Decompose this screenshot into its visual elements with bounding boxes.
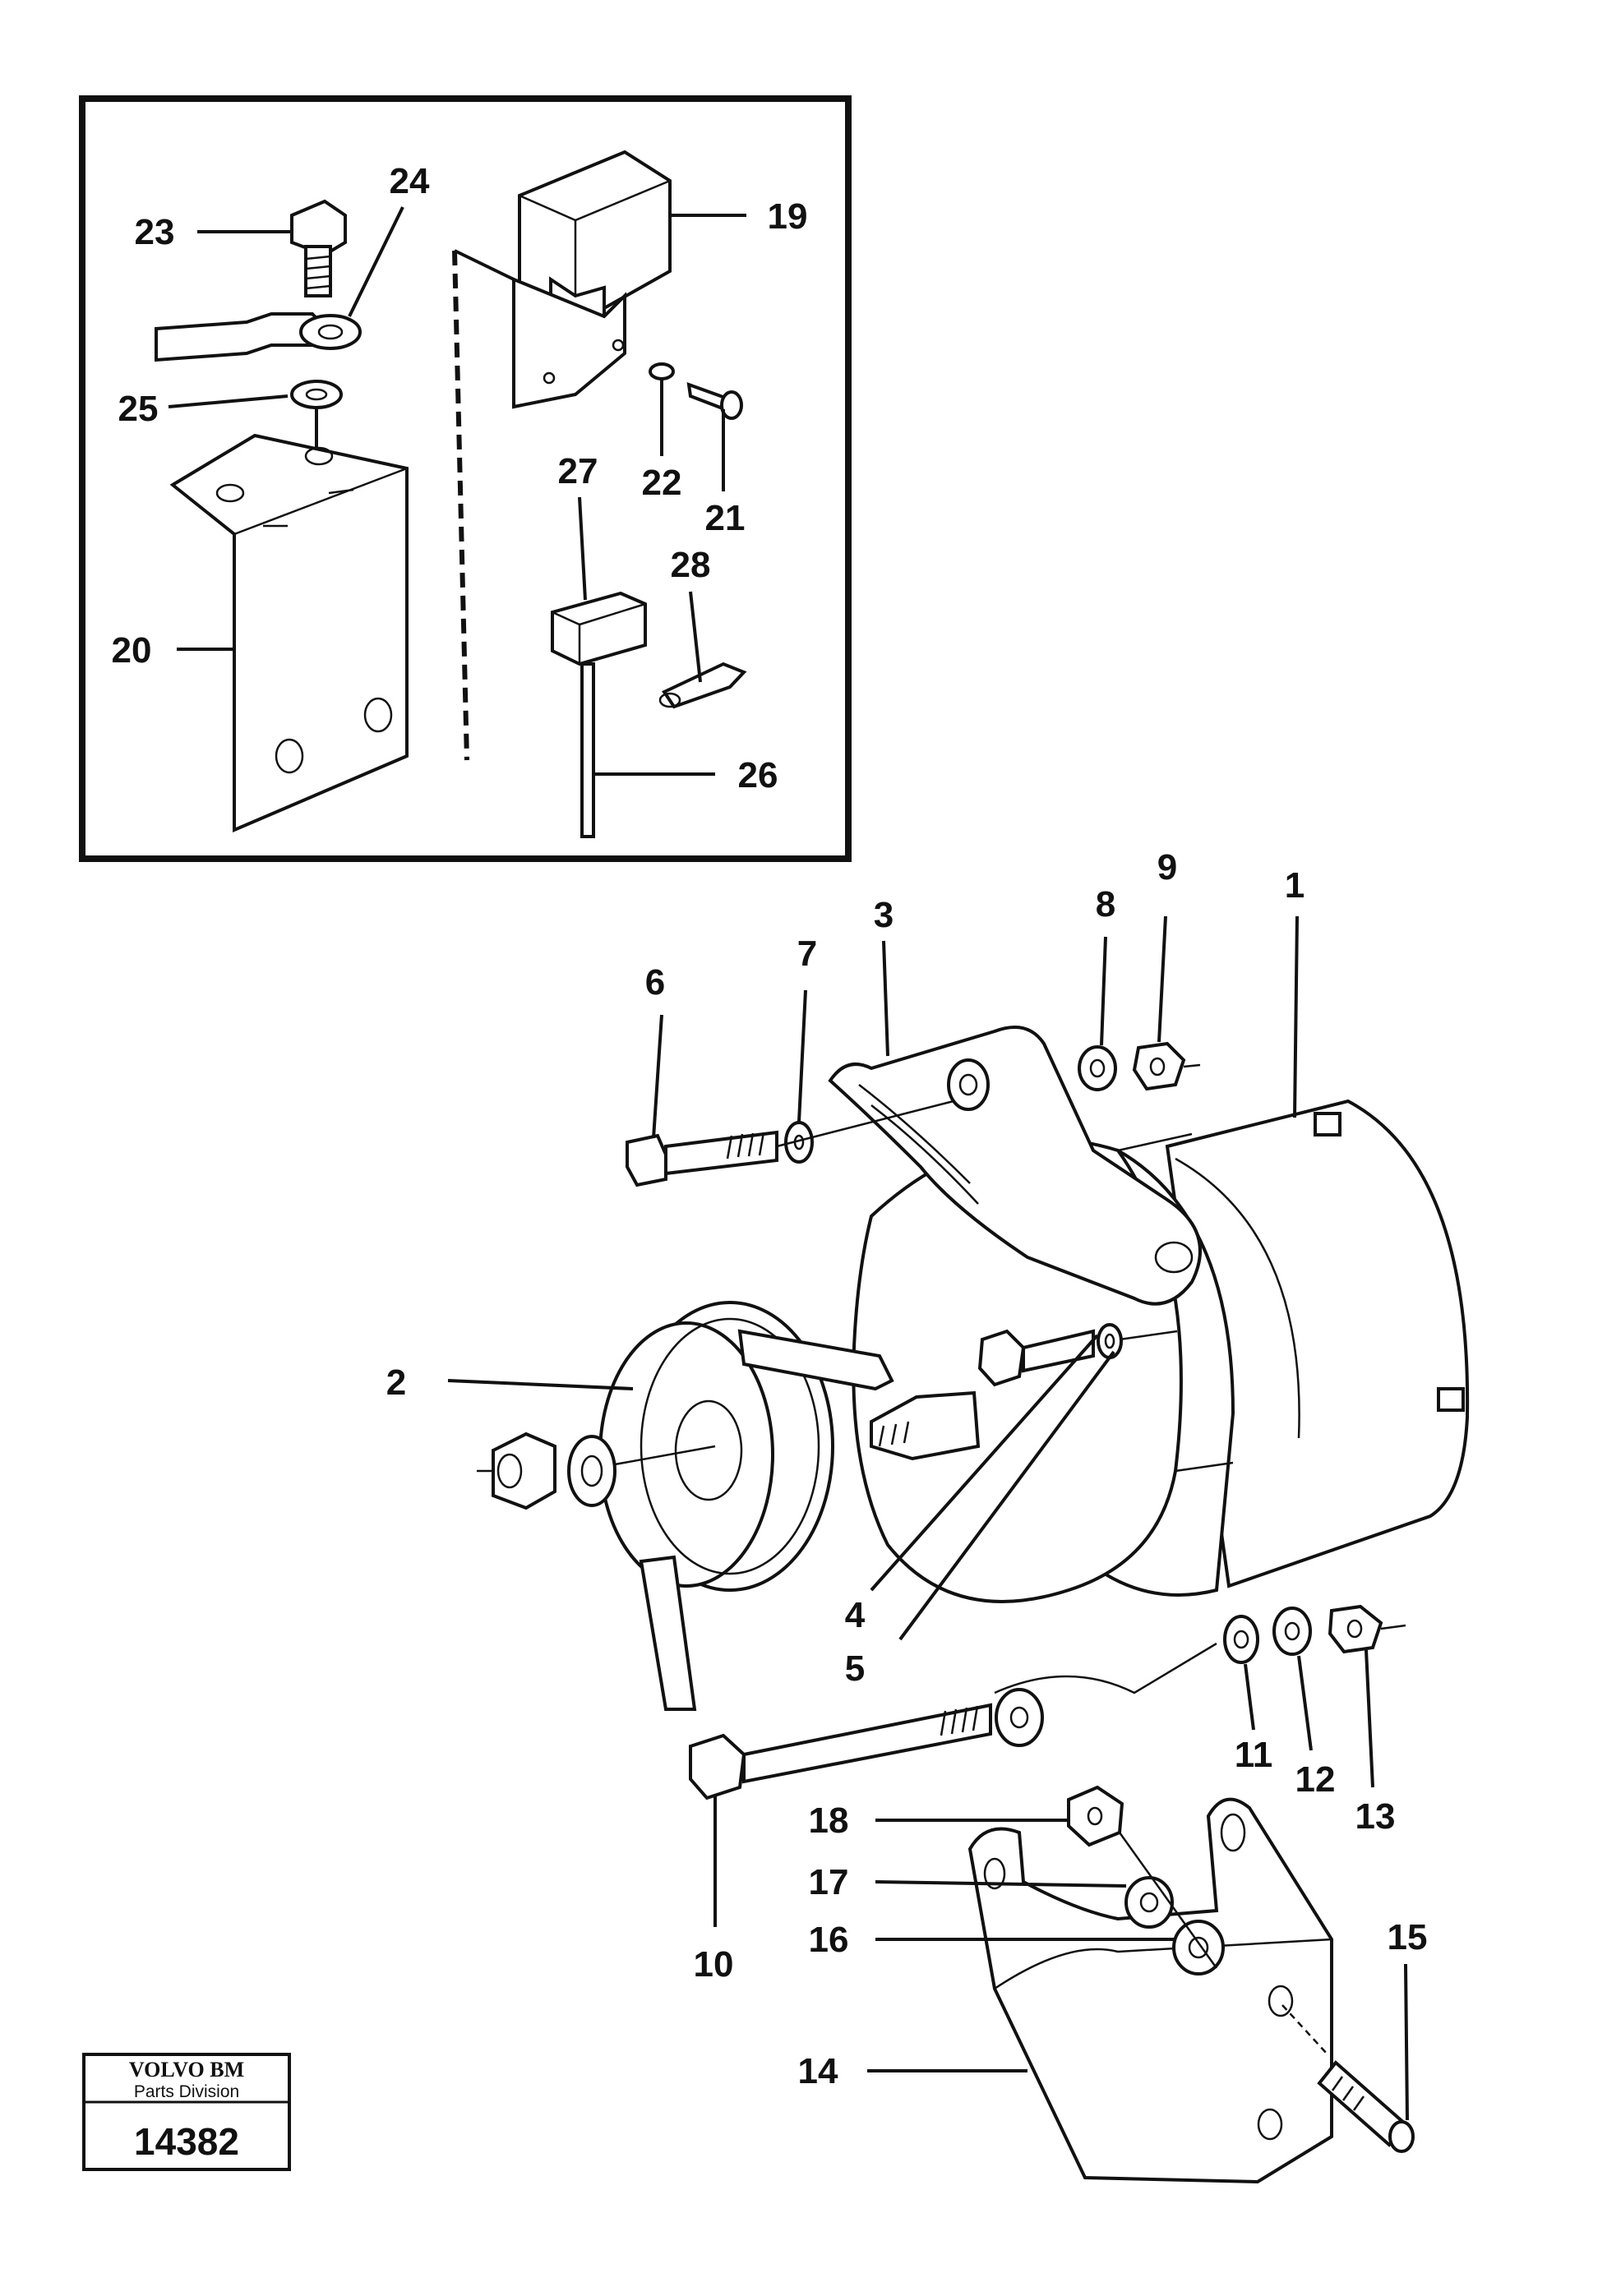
washer-5 — [1097, 1323, 1123, 1359]
logo-frame — [82, 2053, 291, 2171]
bolt-23 — [290, 199, 347, 297]
callout-14: 14 — [798, 2051, 838, 2091]
lower-lug — [995, 1688, 1044, 1747]
callout-21: 21 — [705, 498, 746, 538]
nut-13 — [1328, 1604, 1383, 1654]
washer-17 — [1124, 1876, 1174, 1929]
callout-8: 8 — [1096, 884, 1115, 924]
callout-25: 25 — [118, 389, 159, 429]
callout-9: 9 — [1157, 847, 1177, 888]
washer-25 — [290, 380, 343, 409]
relay-part — [512, 150, 672, 409]
callout-6: 6 — [645, 962, 665, 1003]
logo-number: 14382 — [134, 2120, 239, 2163]
callout-12: 12 — [1295, 1759, 1336, 1800]
nut-9 — [1132, 1041, 1186, 1091]
callout-23: 23 — [135, 212, 175, 252]
screw-21 — [686, 381, 743, 420]
volvo-bm-logo-block: VOLVO BM Parts Division 14382 — [82, 2053, 291, 2171]
bolt-4 — [977, 1329, 1095, 1387]
callout-27: 27 — [558, 451, 598, 491]
washer-22 — [649, 362, 675, 380]
callout-24: 24 — [390, 161, 430, 201]
callout-10: 10 — [694, 1944, 734, 1985]
callout-16: 16 — [809, 1920, 849, 1960]
pulley-2 — [598, 1301, 834, 1592]
callout-1: 1 — [1285, 865, 1305, 906]
callout-15: 15 — [1388, 1917, 1428, 1957]
spacer-12 — [1272, 1607, 1312, 1656]
callout-5: 5 — [845, 1648, 865, 1689]
cable-terminal-24 — [155, 312, 362, 362]
callout-17: 17 — [809, 1862, 849, 1902]
callout-11: 11 — [1235, 1735, 1273, 1775]
callout-18: 18 — [809, 1800, 849, 1841]
bolt-6 — [626, 1130, 778, 1187]
inset-panel — [79, 95, 852, 862]
callout-2: 2 — [386, 1362, 406, 1403]
callout-19: 19 — [768, 196, 808, 237]
bolt-15 — [1317, 2060, 1415, 2153]
bracket-3 — [828, 1026, 1202, 1306]
washer-7 — [784, 1121, 814, 1164]
terminal-28 — [658, 662, 747, 709]
callout-22: 22 — [642, 463, 682, 503]
callout-28: 28 — [671, 545, 711, 585]
logo-division: Parts Division — [134, 2082, 239, 2101]
callout-20: 20 — [112, 630, 152, 671]
washer-8 — [1078, 1045, 1117, 1091]
callout-4: 4 — [845, 1595, 866, 1635]
shaft — [870, 1390, 981, 1461]
callout-7: 7 — [797, 934, 817, 974]
bracket-14 — [967, 1797, 1333, 2184]
callout-26: 26 — [738, 755, 778, 795]
connector-27 — [551, 591, 647, 838]
logo-brand: VOLVO BM — [129, 2058, 244, 2082]
inset-frame — [79, 95, 852, 862]
pulley-nut — [492, 1432, 556, 1510]
lock-washer — [567, 1435, 616, 1507]
bolt-10 — [689, 1703, 992, 1800]
callout-13: 13 — [1355, 1796, 1396, 1837]
callout-labels: 1 2 3 4 5 6 7 8 9 10 11 12 13 14 15 16 1… — [112, 161, 1428, 2091]
assembly-dashed-line — [452, 250, 469, 761]
callout-3: 3 — [874, 895, 894, 935]
nut-18 — [1067, 1785, 1124, 1847]
belt-lower — [639, 1555, 697, 1711]
belt-upper — [737, 1329, 894, 1391]
bracket-20 — [169, 433, 409, 833]
washer-11 — [1223, 1615, 1259, 1664]
